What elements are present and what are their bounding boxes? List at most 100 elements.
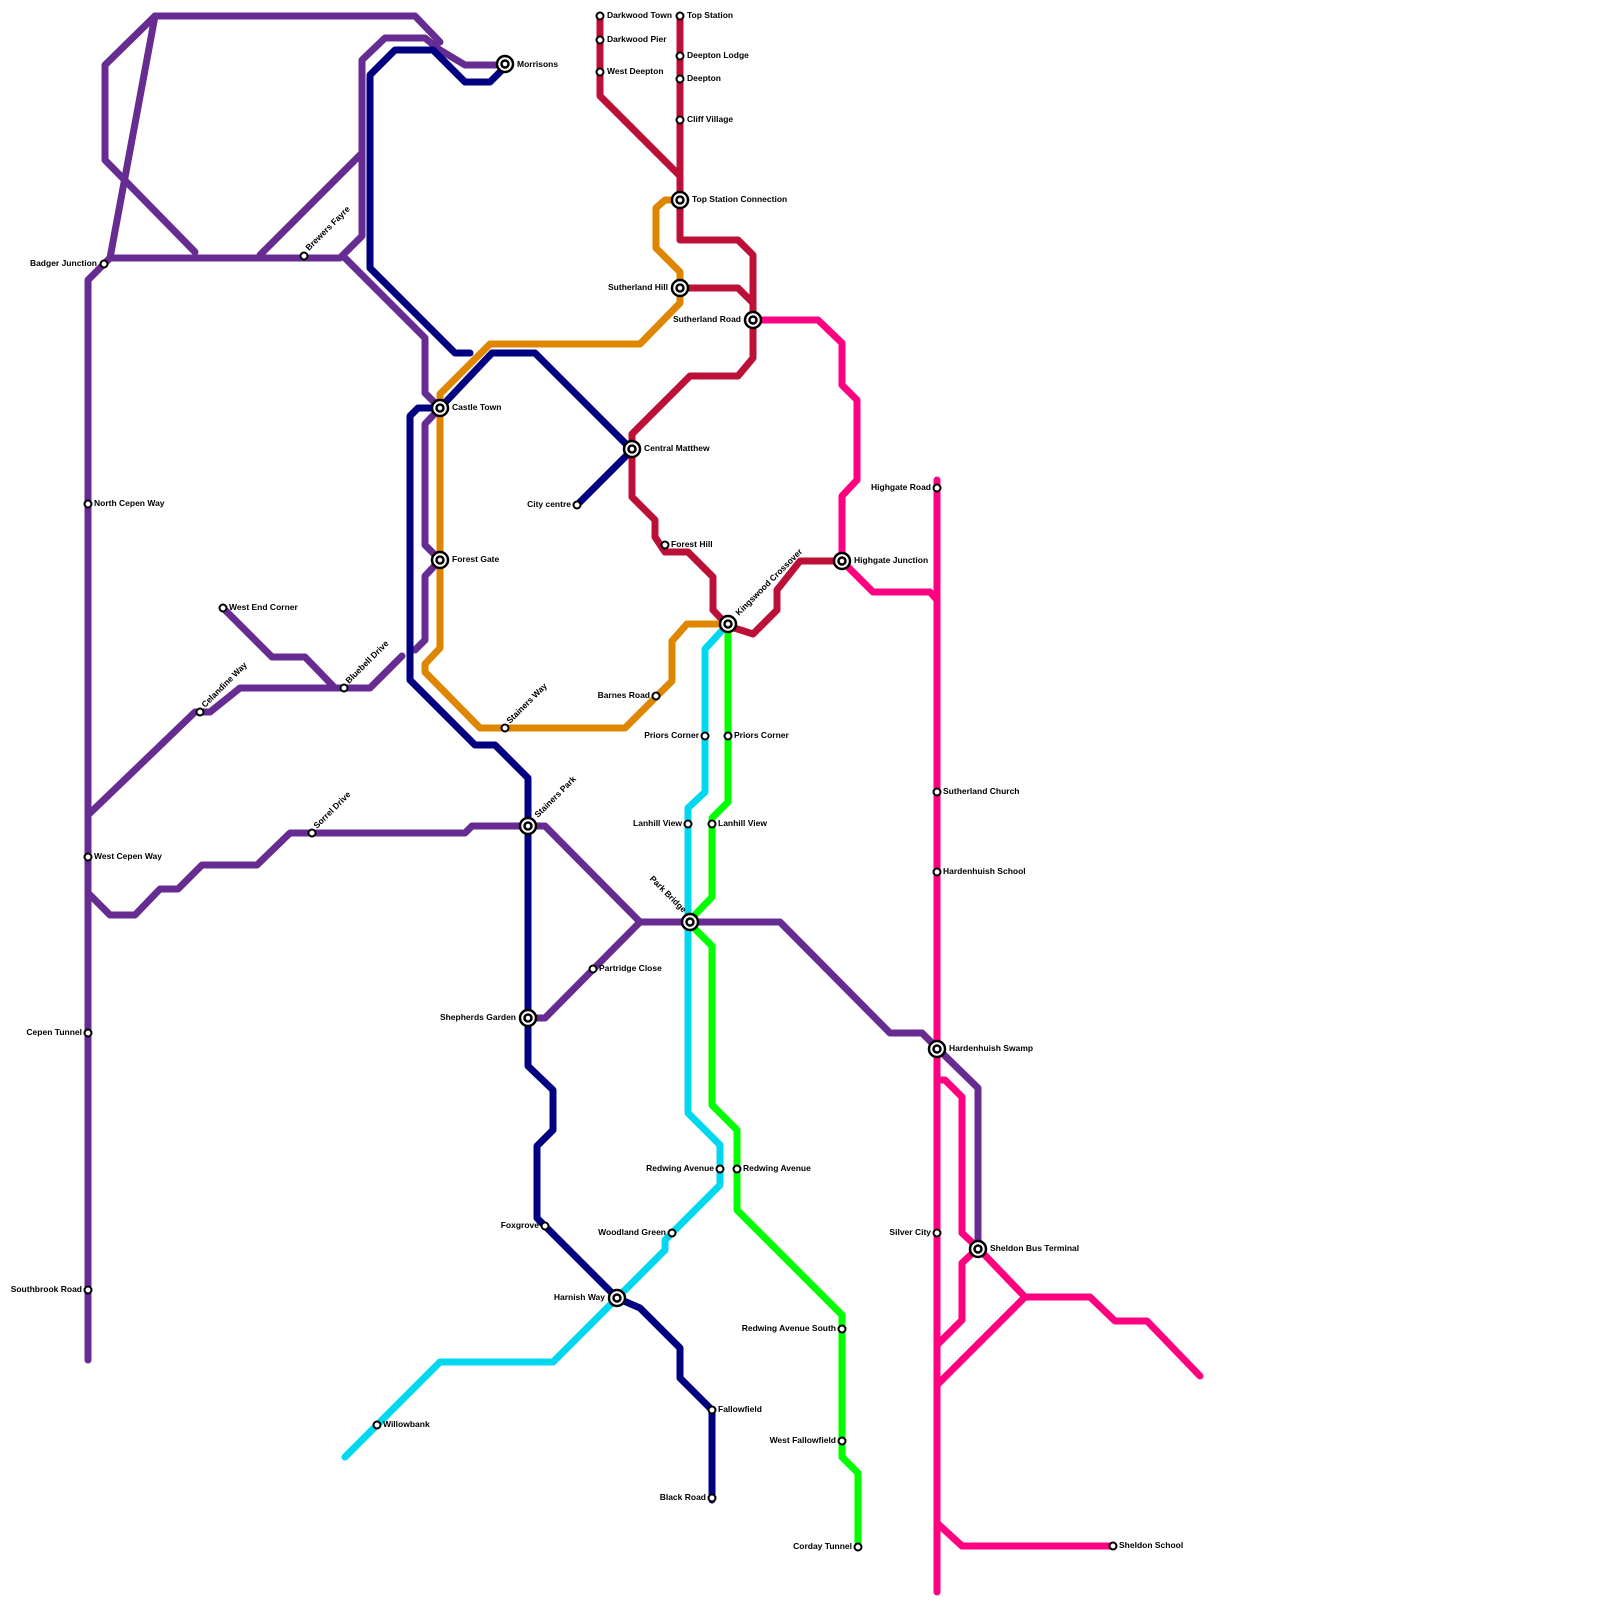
label-hardenhuish-swamp: Hardenhuish Swamp: [949, 1043, 1033, 1053]
label-morrisons: Morrisons: [517, 59, 558, 69]
interchange-top-station-connection[interactable]: [672, 192, 688, 208]
stop-priors-corner-e[interactable]: [725, 733, 732, 740]
stop-west-fallowfield[interactable]: [839, 1438, 846, 1445]
label-woodland-green: Woodland Green: [598, 1227, 666, 1237]
label-brewers-fayre: Brewers Fayre: [303, 204, 352, 253]
label-city-centre: City centre: [527, 499, 571, 509]
stop-sorrel-drive[interactable]: [309, 830, 316, 837]
stop-fallowfield[interactable]: [709, 1407, 716, 1414]
label-redwing-avenue-w: Redwing Avenue: [646, 1163, 714, 1173]
stop-lanhill-view-e[interactable]: [709, 821, 716, 828]
interchange-castle-town[interactable]: [432, 400, 448, 416]
interchange-hardenhuish-swamp[interactable]: [929, 1041, 945, 1057]
label-forest-gate: Forest Gate: [452, 554, 500, 564]
stop-barnes-road[interactable]: [653, 693, 660, 700]
interchange-highgate-junction[interactable]: [834, 553, 850, 569]
cyan-line: [345, 624, 728, 1457]
label-sorrel-drive: Sorrel Drive: [311, 789, 352, 830]
interchange-park-bridge[interactable]: [682, 914, 698, 930]
label-lanhill-view-w: Lanhill View: [633, 818, 682, 828]
stop-foxgrove[interactable]: [542, 1223, 549, 1230]
stop-forest-hill[interactable]: [662, 542, 669, 549]
stop-corday-tunnel[interactable]: [855, 1544, 862, 1551]
label-fallowfield: Fallowfield: [718, 1404, 762, 1414]
stop-west-end-corner[interactable]: [220, 605, 227, 612]
stop-celandine-way[interactable]: [197, 709, 204, 716]
stop-cepen-tunnel[interactable]: [85, 1030, 92, 1037]
label-cepen-tunnel: Cepen Tunnel: [26, 1027, 82, 1037]
label-sutherland-hill: Sutherland Hill: [608, 282, 668, 292]
stop-deepton[interactable]: [677, 76, 684, 83]
stop-sutherland-church[interactable]: [934, 789, 941, 796]
label-cliff-village: Cliff Village: [687, 114, 733, 124]
stop-top-station[interactable]: [677, 13, 684, 20]
stop-priors-corner-w[interactable]: [702, 733, 709, 740]
stop-west-deepton[interactable]: [597, 69, 604, 76]
label-priors-corner-w: Priors Corner: [644, 730, 699, 740]
stop-lanhill-view-w[interactable]: [685, 821, 692, 828]
label-harnish-way: Harnish Way: [554, 1292, 605, 1302]
label-hardenhuish-school: Hardenhuish School: [943, 866, 1026, 876]
label-shepherds-garden: Shepherds Garden: [440, 1012, 516, 1022]
stop-willowbank[interactable]: [374, 1422, 381, 1429]
interchange-sutherland-hill[interactable]: [672, 280, 688, 296]
stop-hardenhuish-school[interactable]: [934, 869, 941, 876]
label-badger-junction: Badger Junction: [30, 258, 97, 268]
label-deepton-lodge: Deepton Lodge: [687, 50, 749, 60]
stop-darkwood-town[interactable]: [597, 13, 604, 20]
stop-deepton-lodge[interactable]: [677, 53, 684, 60]
label-silver-city: Silver City: [889, 1227, 931, 1237]
label-corday-tunnel: Corday Tunnel: [793, 1541, 852, 1551]
interchange-kingswood-crossover[interactable]: [720, 616, 736, 632]
interchange-shepherds-garden[interactable]: [520, 1010, 536, 1026]
interchange-forest-gate[interactable]: [432, 552, 448, 568]
interchange-morrisons[interactable]: [497, 56, 513, 72]
stop-badger-junction[interactable]: [101, 261, 108, 268]
label-foxgrove: Foxgrove: [501, 1220, 540, 1230]
label-sutherland-church: Sutherland Church: [943, 786, 1020, 796]
interchange-harnish-way[interactable]: [609, 1290, 625, 1306]
label-top-station-connection: Top Station Connection: [692, 194, 787, 204]
label-barnes-road: Barnes Road: [598, 690, 650, 700]
label-deepton: Deepton: [687, 73, 721, 83]
stop-bluebell-drive[interactable]: [341, 685, 348, 692]
stop-southbrook-road[interactable]: [85, 1287, 92, 1294]
label-priors-corner-e: Priors Corner: [734, 730, 789, 740]
label-forest-hill: Forest Hill: [671, 539, 713, 549]
stop-redwing-avenue-south[interactable]: [839, 1326, 846, 1333]
stop-brewers-fayre[interactable]: [301, 253, 308, 260]
label-willowbank: Willowbank: [383, 1419, 430, 1429]
interchange-sheldon-bus-terminal[interactable]: [970, 1241, 986, 1257]
stop-silver-city[interactable]: [934, 1230, 941, 1237]
interchange-stainers-park[interactable]: [520, 818, 536, 834]
label-partridge-close: Partridge Close: [599, 963, 662, 973]
stop-city-centre[interactable]: [574, 502, 581, 509]
label-park-bridge: Park Bridge: [648, 874, 689, 915]
label-darkwood-pier: Darkwood Pier: [607, 34, 667, 44]
label-stainers-park: Stainers Park: [532, 774, 578, 820]
label-kingswood-crossover: Kingswood Crossover: [733, 546, 804, 617]
stop-north-cepen-way[interactable]: [85, 501, 92, 508]
stop-redwing-avenue-e[interactable]: [734, 1166, 741, 1173]
interchange-central-matthew[interactable]: [624, 441, 640, 457]
stop-cliff-village[interactable]: [677, 117, 684, 124]
label-west-cepen-way: West Cepen Way: [94, 851, 162, 861]
stop-sheldon-school[interactable]: [1110, 1543, 1117, 1550]
stop-west-cepen-way[interactable]: [85, 854, 92, 861]
label-highgate-road: Highgate Road: [871, 482, 931, 492]
stop-woodland-green[interactable]: [669, 1230, 676, 1237]
label-southbrook-road: Southbrook Road: [11, 1284, 82, 1294]
navy-line: [370, 50, 712, 1500]
magenta-line: [753, 320, 1200, 1592]
label-black-road: Black Road: [660, 1492, 706, 1502]
stop-highgate-road[interactable]: [934, 485, 941, 492]
stop-stainers-way[interactable]: [502, 725, 509, 732]
stop-redwing-avenue-w[interactable]: [717, 1166, 724, 1173]
stop-partridge-close[interactable]: [590, 966, 597, 973]
interchange-sutherland-road[interactable]: [745, 312, 761, 328]
stop-black-road[interactable]: [709, 1495, 716, 1502]
stop-darkwood-pier[interactable]: [597, 37, 604, 44]
label-redwing-avenue-south: Redwing Avenue South: [742, 1323, 836, 1333]
label-west-deepton: West Deepton: [607, 66, 664, 76]
